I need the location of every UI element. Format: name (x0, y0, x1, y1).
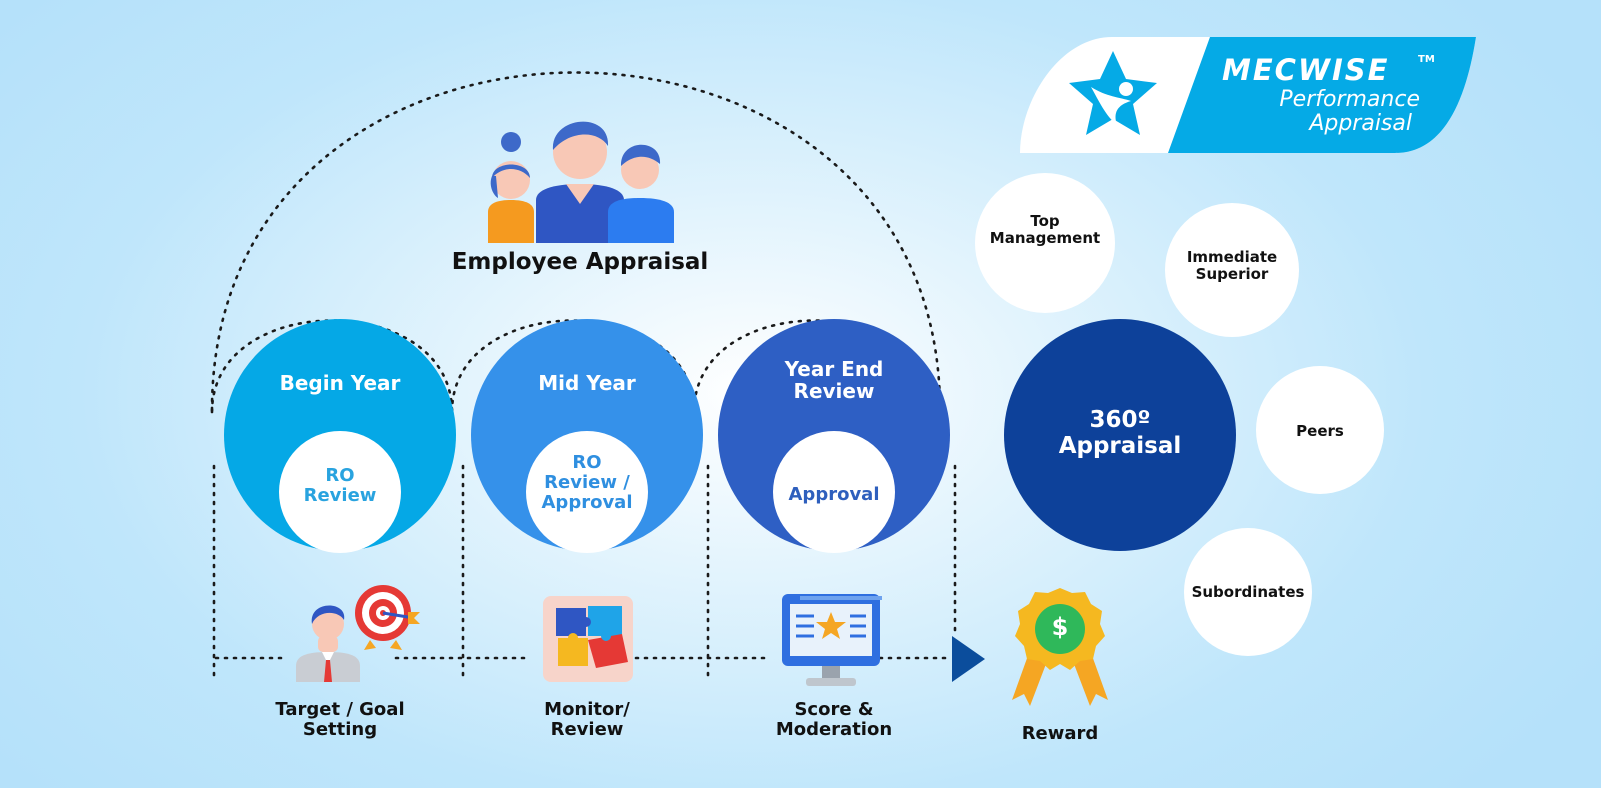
dollar-sign-icon: $ (1051, 613, 1069, 641)
peers-bubble (1256, 366, 1384, 494)
begin-year-arc (210, 319, 454, 414)
top-management-bubble (975, 173, 1115, 313)
peers-label: Peers (1296, 422, 1344, 440)
begin-year-inner-label: RO Review (303, 465, 377, 507)
year-end-inner-circle (773, 431, 895, 553)
target-goal-label: Target / Goal Setting (275, 699, 405, 741)
subordinates-label: Subordinates (1191, 583, 1305, 601)
begin-year-title: Begin Year (279, 371, 401, 395)
appraisal-360-circle (1004, 319, 1236, 551)
reward-medal-icon (1012, 588, 1108, 706)
employee-appraisal-title: Employee Appraisal (451, 249, 709, 275)
begin-year-inner-circle (279, 431, 401, 553)
mid-year-inner-circle (526, 431, 648, 553)
year-end-title: Year End Review (784, 357, 884, 404)
top-management-label: Top Management (989, 212, 1101, 247)
mid-year-title: Mid Year (538, 371, 636, 395)
star-person-icon (1069, 51, 1157, 135)
score-moderation-label: Score & Moderation (775, 699, 893, 741)
mid-year-inner-label: RO Review / Approval (541, 452, 633, 514)
flow-arrow-icon (952, 636, 985, 682)
monitor-score-icon (782, 594, 882, 686)
brand-product-line2: Appraisal (1309, 111, 1412, 136)
employee-appraisal-arch (210, 71, 942, 412)
year-end-inner-label: Approval (788, 484, 880, 505)
immediate-superior-label: Immediate Superior (1186, 248, 1278, 283)
employees-group-icon (488, 121, 674, 243)
puzzle-icon (543, 596, 633, 682)
brand-name: MECWISE (1222, 54, 1389, 86)
reward-label: Reward (1021, 723, 1099, 744)
brand-name-text: MECWISE (1222, 53, 1390, 87)
brand-banner-blue (1168, 37, 1476, 153)
year-end-arc (692, 319, 938, 414)
monitor-review-label: Monitor/ Review (544, 699, 630, 741)
brand-tm: TM (1418, 54, 1435, 65)
appraisal-360-title: 360º Appraisal (1058, 407, 1182, 459)
subordinates-bubble (1184, 528, 1312, 656)
brand-product-line1: Performance (1279, 87, 1420, 112)
mid-year-arc (450, 319, 696, 414)
immediate-superior-bubble (1165, 203, 1299, 337)
target-goal-icon (296, 585, 420, 682)
timeline-dividers (212, 464, 957, 678)
